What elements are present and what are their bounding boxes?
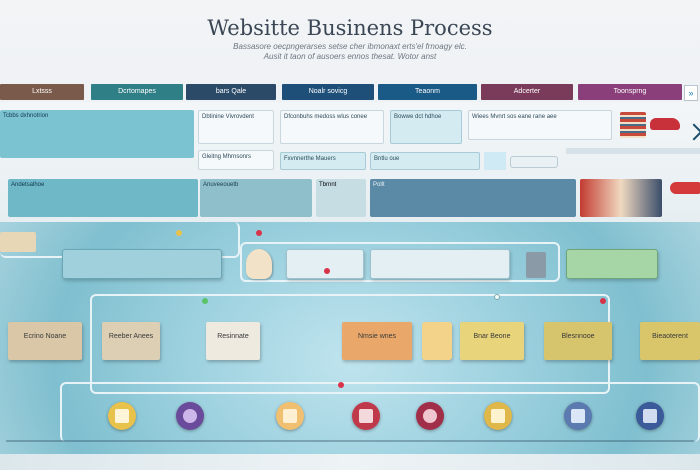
process-card-2[interactable]: Resinnate xyxy=(206,322,260,360)
cart-icon xyxy=(643,409,657,423)
flow-dot xyxy=(202,298,208,304)
toggle-pill[interactable] xyxy=(510,156,558,168)
tab-3[interactable]: Noalr sovicg xyxy=(282,84,374,100)
flow-line-mid xyxy=(240,242,560,282)
process-card-6[interactable]: Bieaoterent xyxy=(640,322,700,360)
header: Websitte Businens Process Bassasore oecp… xyxy=(0,0,700,70)
row1b-block-0[interactable]: Gleitng Mhrnsonrs xyxy=(198,150,274,170)
row1-block-0[interactable]: Tcbbs dxhnotrion xyxy=(0,110,194,158)
folder-icon xyxy=(283,409,297,423)
row1-block-4[interactable]: Wiees Mvnrt sos eane rane aee xyxy=(468,110,612,140)
people-icon xyxy=(423,409,437,423)
step-circle-4[interactable] xyxy=(416,402,444,430)
car-icon xyxy=(650,118,680,130)
box-icon xyxy=(526,252,546,278)
row2-block-3[interactable]: Pollt xyxy=(370,179,576,217)
tab-4[interactable]: Teaonm xyxy=(378,84,477,100)
row2-image xyxy=(580,179,662,217)
right-panel xyxy=(566,148,700,154)
arrow-chevron-icon[interactable] xyxy=(685,123,700,141)
globe-icon xyxy=(183,409,197,423)
collapse-button[interactable]: » xyxy=(684,85,698,101)
flow-dot xyxy=(176,230,182,236)
bottom-divider xyxy=(6,440,694,442)
flow-dot xyxy=(256,230,262,236)
process-card-5[interactable]: Blesnnooe xyxy=(544,322,612,360)
row1-block-3[interactable]: Bowwe dct hdhoe xyxy=(390,110,462,144)
step-circle-5[interactable] xyxy=(484,402,512,430)
process-card-3[interactable]: Nmsie wnes xyxy=(342,322,412,360)
step-circle-3[interactable] xyxy=(352,402,380,430)
shoe-icon xyxy=(670,182,700,194)
stack-icon xyxy=(0,232,36,252)
step-circle-6[interactable] xyxy=(564,402,592,430)
mid-card-3[interactable] xyxy=(566,249,658,279)
row2-block-0[interactable]: Andetsalhoe xyxy=(8,179,198,217)
mid-card-0[interactable] xyxy=(62,249,222,279)
mid-card-2[interactable] xyxy=(370,249,510,279)
tab-1[interactable]: Dcrtomapes xyxy=(91,84,183,100)
tab-2[interactable]: bars Qale xyxy=(186,84,276,100)
chart-icon xyxy=(571,409,585,423)
flow-dot xyxy=(338,382,344,388)
tab-0[interactable]: Lxtsss xyxy=(0,84,84,100)
badge-icon xyxy=(115,409,129,423)
process-card-4[interactable]: Bnar Beone xyxy=(460,322,524,360)
flow-dot xyxy=(494,294,500,300)
mid-card-1[interactable] xyxy=(286,249,364,279)
lock-icon xyxy=(491,409,505,423)
swatch-block xyxy=(484,152,506,170)
flow-line-bottom xyxy=(60,382,700,442)
tab-5[interactable]: Adcerter xyxy=(481,84,573,100)
flow-dot xyxy=(600,298,606,304)
page-title: Websitte Businens Process xyxy=(207,16,493,40)
row2-block-2[interactable]: Tbrnnt xyxy=(316,179,366,217)
tab-bar: Lxtsss Dcrtomapes bars Qale Noalr sovicg… xyxy=(0,84,700,102)
lightbulb-icon xyxy=(422,322,452,360)
step-circle-0[interactable] xyxy=(108,402,136,430)
tab-6[interactable]: Toonsprng xyxy=(578,84,682,100)
books-icon xyxy=(620,112,646,138)
process-card-1[interactable]: Reeber Anees xyxy=(102,322,160,360)
page-subtitle: Bassasore oecpngerarses setse cher ibmon… xyxy=(0,42,700,62)
process-card-0[interactable]: Ecrino Noane xyxy=(8,322,82,360)
row1-block-2[interactable]: Dfconbuhs medoss wlus conee xyxy=(280,110,384,144)
subtitle-line-2: Ausit it taon of ausoers ennos thesat. W… xyxy=(263,52,437,61)
document-icon xyxy=(359,409,373,423)
step-circle-1[interactable] xyxy=(176,402,204,430)
avatar-icon xyxy=(246,249,272,279)
flow-dot xyxy=(324,268,330,274)
step-circle-2[interactable] xyxy=(276,402,304,430)
step-circle-7[interactable] xyxy=(636,402,664,430)
row1b-block-2[interactable]: Bntlu oue xyxy=(370,152,480,170)
process-canvas: Tcbbs dxhnotrion Dbtinine Vivrovdent Dfc… xyxy=(0,102,700,470)
row1b-block-1[interactable]: Fxvnnerthe Mauers xyxy=(280,152,366,170)
subtitle-line-1: Bassasore oecpngerarses setse cher ibmon… xyxy=(233,42,467,51)
row2-block-1[interactable]: Anuveeouetb xyxy=(200,179,312,217)
row1-block-1[interactable]: Dbtinine Vivrovdent xyxy=(198,110,274,144)
bottom-bar xyxy=(0,454,700,470)
